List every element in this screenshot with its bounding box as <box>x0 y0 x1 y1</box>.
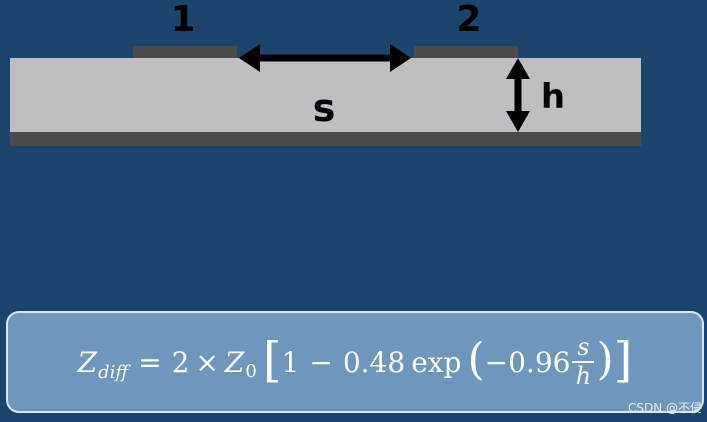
right-paren: ) <box>596 334 614 385</box>
z-subscript: 0 <box>245 360 257 382</box>
fraction-denominator: h <box>575 362 592 390</box>
trace-2-label: 2 <box>456 0 481 40</box>
spacing-arrow-right-head <box>390 44 411 72</box>
substrate-layer <box>10 58 641 132</box>
times-sign: × <box>195 345 219 379</box>
negative-factor: −0.96 <box>484 345 571 379</box>
fraction-bar <box>572 361 595 363</box>
one: 1 <box>281 345 300 379</box>
coefficient: 2 <box>171 345 190 379</box>
trace-1-label: 1 <box>170 0 195 40</box>
function-name: exp <box>411 345 462 379</box>
spacing-arrow-left-head <box>239 44 260 72</box>
z-symbol: Z <box>224 345 245 379</box>
height-arrow-top-head <box>506 58 530 79</box>
lhs-symbol: Z <box>77 345 98 379</box>
s-over-h-fraction: s h <box>572 332 595 390</box>
right-bracket: ] <box>613 332 633 388</box>
trace-1 <box>133 46 237 58</box>
equals-sign: = <box>138 345 162 379</box>
watermark: CSDN @不侵 <box>627 401 702 415</box>
trace-2 <box>414 46 518 58</box>
formula-panel: Z diff = 2 × Z 0 [ 1 − 0.48 exp ( −0.96 … <box>6 311 704 413</box>
lhs-subscript: diff <box>98 361 129 383</box>
left-bracket: [ <box>262 332 282 388</box>
fraction-numerator: s <box>577 332 590 361</box>
differential-impedance-formula: Z diff = 2 × Z 0 [ 1 − 0.48 exp ( −0.96 … <box>8 313 702 411</box>
left-paren: ( <box>467 334 485 385</box>
factor: 0.48 <box>342 345 406 379</box>
ground-plane <box>10 132 641 146</box>
spacing-label: s <box>313 86 336 130</box>
height-arrow-bottom-head <box>506 111 530 132</box>
minus-sign: − <box>309 345 333 379</box>
height-label: h <box>541 77 565 117</box>
